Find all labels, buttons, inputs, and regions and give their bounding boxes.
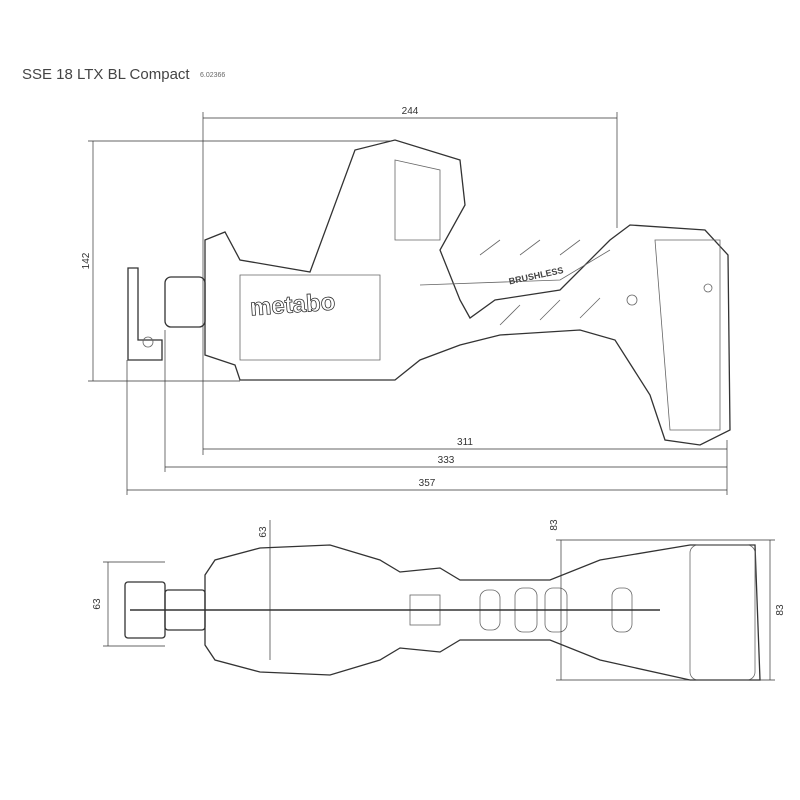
tool-body-top-outline bbox=[204, 544, 761, 681]
dim-311: 311 bbox=[457, 437, 473, 448]
blade-clamp bbox=[127, 267, 163, 361]
dim-142: 142 bbox=[81, 252, 92, 269]
side-view: metabo BRUSHLESS bbox=[127, 139, 731, 446]
product-title: SSE 18 LTX BL Compact bbox=[22, 66, 190, 83]
dim-357: 357 bbox=[419, 478, 436, 489]
dimension-lines bbox=[88, 112, 775, 681]
dim-63-top: 63 bbox=[258, 526, 269, 538]
brushless-label: BRUSHLESS bbox=[508, 265, 564, 286]
dim-333: 333 bbox=[438, 455, 455, 466]
article-number: 6.02366 bbox=[200, 72, 226, 79]
dim-83-left: 83 bbox=[549, 519, 560, 531]
dim-63-left: 63 bbox=[92, 598, 103, 610]
tool-body-outline bbox=[204, 139, 731, 446]
brand-logo: metabo bbox=[249, 289, 336, 322]
chuck bbox=[164, 276, 206, 328]
dim-244: 244 bbox=[402, 106, 419, 117]
dim-83-right: 83 bbox=[775, 604, 786, 616]
top-view bbox=[124, 544, 761, 681]
